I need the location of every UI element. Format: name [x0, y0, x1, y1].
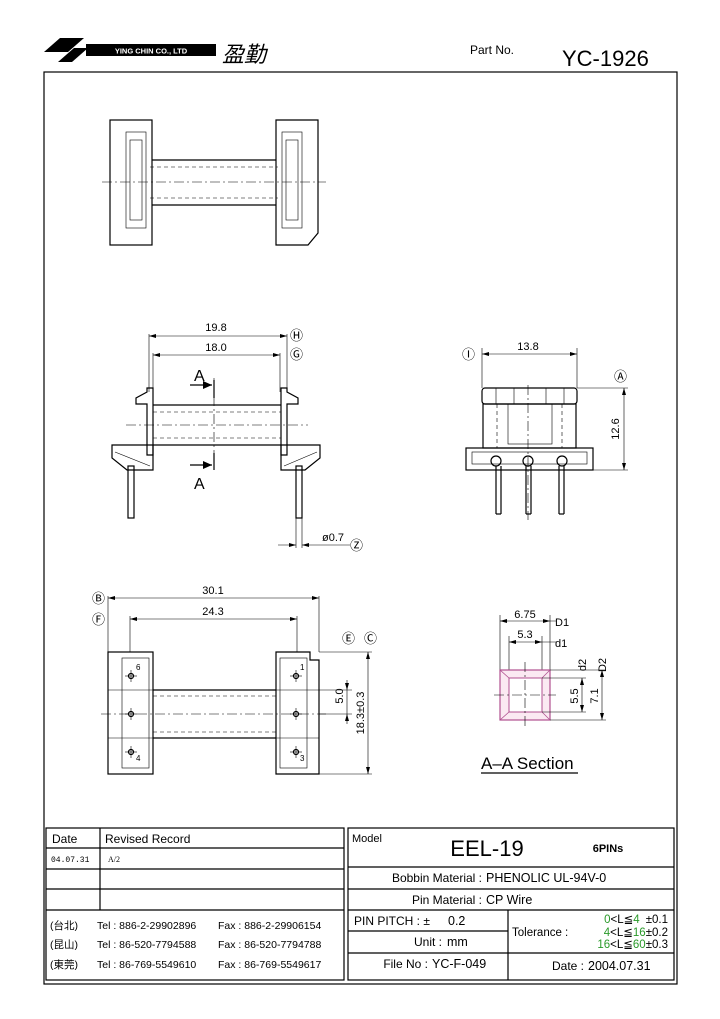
- company-name-cn: 盈勤: [222, 42, 269, 67]
- date-value: 2004.07.31: [588, 959, 651, 973]
- dim-18-0: 18.0: [205, 342, 226, 354]
- spec-table: Model EEL-19 6PINs Bobbin Material : PHE…: [347, 827, 675, 981]
- office-tel: Tel : 886-2-29902896: [97, 920, 196, 932]
- dim-13-8: 13.8: [517, 341, 538, 353]
- tol-op: <L≦: [610, 927, 633, 939]
- section-a-a: 6.75 5.3 D1 d1 5.5 7.1 d2 D2 A–A Section: [481, 609, 609, 774]
- section-title: A–A Section: [481, 754, 574, 773]
- mark-g: Ⓖ: [290, 347, 303, 362]
- pin-pitch-label: PIN PITCH : ±: [354, 914, 430, 928]
- tol-lo: 4: [604, 927, 611, 939]
- revision-record: A/2: [108, 855, 120, 864]
- dim-12-6: 12.6: [610, 418, 622, 439]
- tol-op: <L≦: [610, 939, 633, 951]
- dim-pin-diameter: ø0.7: [322, 532, 344, 544]
- unit-value: mm: [447, 935, 468, 949]
- mark-z: Ⓩ: [350, 538, 363, 553]
- mark-d1-inner: d1: [555, 638, 567, 650]
- tol-val: ±0.1: [646, 914, 668, 926]
- unit-label: Unit :: [414, 935, 442, 949]
- header: YING CHIN CO., LTD 盈勤 Part No. YC-1926: [44, 38, 649, 71]
- file-no-value: YC-F-049: [432, 957, 486, 971]
- revision-table: Date Revised Record 04.07.31 A/2 (台北) Te…: [45, 827, 345, 981]
- col-date-header: Date: [52, 832, 78, 846]
- bottom-view: 30.1 24.3 Ⓑ Ⓕ 6 4 1 3: [92, 585, 377, 775]
- drawing-frame: [43, 71, 678, 985]
- pin-label-1: 1: [300, 663, 305, 672]
- mark-c: Ⓒ: [364, 631, 377, 646]
- pin-material-label: Pin Material :: [412, 893, 482, 907]
- section-mark-a-bottom: A: [194, 476, 205, 493]
- pin-label-6: 6: [136, 663, 141, 672]
- dim-5-3: 5.3: [517, 629, 532, 641]
- mark-d2-outer: D2: [597, 658, 609, 672]
- model-value: EEL-19: [450, 836, 523, 861]
- svg-text:0<L≦4±0.1: 0<L≦4 ±0.1: [604, 914, 668, 926]
- dim-7-1: 7.1: [589, 688, 601, 703]
- dim-6-75: 6.75: [514, 609, 535, 621]
- company-logo: YING CHIN CO., LTD 盈勤: [44, 38, 269, 67]
- date-label: Date :: [552, 959, 584, 973]
- tol-hi: 16: [633, 927, 646, 939]
- tol-val: ±0.3: [646, 939, 668, 951]
- mark-e: Ⓔ: [342, 631, 355, 646]
- tolerance-label: Tolerance :: [512, 927, 568, 939]
- model-label: Model: [352, 833, 382, 845]
- pins-value: 6PINs: [593, 843, 624, 855]
- svg-text:4<L≦16±0.2: 4<L≦16±0.2: [604, 927, 668, 939]
- tolerance-row: 4<L≦16±0.2: [604, 927, 668, 939]
- tolerance-row: 0<L≦4 ±0.1: [604, 914, 668, 926]
- dim-24-3: 24.3: [202, 606, 223, 618]
- office-row: (昆山) Tel : 86-520-7794588 Fax : 86-520-7…: [50, 939, 321, 951]
- office-fax: Fax : 886-2-29906154: [218, 920, 321, 932]
- office-tel: Tel : 86-520-7794588: [97, 939, 196, 951]
- tol-val: ±0.2: [646, 927, 668, 939]
- mark-d1-outer: D1: [555, 617, 569, 629]
- dim-19-8: 19.8: [205, 322, 226, 334]
- tol-lo: 0: [604, 914, 610, 926]
- section-mark-a-top: A: [194, 368, 205, 385]
- mark-i: Ⓘ: [462, 347, 475, 362]
- mark-a: Ⓐ: [614, 369, 627, 384]
- revision-date: 04.07.31: [51, 856, 90, 865]
- pin-pitch-value: 0.2: [448, 914, 465, 928]
- pin-material-value: CP Wire: [486, 893, 532, 907]
- mark-f: Ⓕ: [92, 612, 105, 627]
- office-city: (昆山): [50, 939, 78, 951]
- col-record-header: Revised Record: [105, 832, 190, 846]
- office-row: (東莞) Tel : 86-769-5549610 Fax : 86-769-5…: [50, 958, 321, 971]
- part-no: YC-1926: [562, 46, 649, 71]
- company-name: YING CHIN CO., LTD: [115, 47, 188, 56]
- part-no-label: Part No.: [470, 43, 514, 57]
- bobbin-material-value: PHENOLIC UL-94V-0: [486, 871, 606, 885]
- dim-5-5: 5.5: [569, 688, 581, 703]
- mark-d2-inner: d2: [577, 659, 589, 671]
- svg-text:16<L≦60±0.3: 16<L≦60±0.3: [597, 939, 668, 951]
- office-tel: Tel : 86-769-5549610: [97, 959, 196, 971]
- office-city: (台北): [50, 919, 78, 932]
- dim-5-0: 5.0: [334, 688, 346, 703]
- dim-18-3: 18.3±0.3: [355, 692, 367, 735]
- tol-op: <L≦: [611, 914, 634, 926]
- dim-30-1: 30.1: [202, 585, 223, 597]
- pin-label-3: 3: [300, 754, 305, 763]
- side-view: 19.8 18.0 Ⓗ Ⓖ A A ø0: [111, 322, 363, 553]
- office-city: (東莞): [50, 958, 78, 971]
- tol-lo: 16: [597, 939, 610, 951]
- tol-hi: 4: [633, 914, 640, 926]
- mark-h: Ⓗ: [290, 328, 303, 343]
- pin-label-4: 4: [136, 754, 141, 763]
- file-no-label: File No :: [383, 957, 428, 971]
- office-fax: Fax : 86-520-7794788: [218, 939, 321, 951]
- office-row: (台北) Tel : 886-2-29902896 Fax : 886-2-29…: [50, 919, 321, 932]
- tolerance-row: 16<L≦60±0.3: [597, 939, 668, 951]
- mark-b: Ⓑ: [92, 591, 105, 606]
- office-fax: Fax : 86-769-5549617: [218, 959, 321, 971]
- bobbin-material-label: Bobbin Material :: [392, 871, 482, 885]
- tol-hi: 60: [633, 939, 646, 951]
- end-view: 13.8 Ⓘ 12.6 Ⓐ: [462, 341, 628, 520]
- top-view: [102, 119, 326, 246]
